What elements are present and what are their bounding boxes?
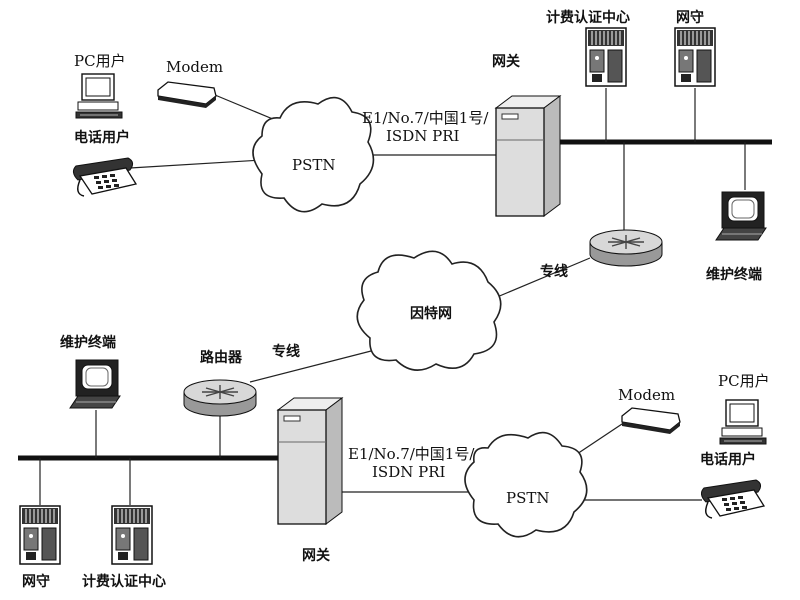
pc-user-label-top: PC用户 bbox=[74, 52, 126, 70]
link-label-top-1: E1/No.7/中国1号/ bbox=[362, 109, 489, 127]
gateway-top bbox=[494, 95, 562, 217]
router-label-bottom: 路由器 bbox=[200, 349, 243, 366]
pc-icon-bottom bbox=[719, 399, 767, 445]
router-icon-top bbox=[589, 229, 663, 267]
leased-line-bottom bbox=[249, 349, 376, 383]
pstn-cloud-top bbox=[252, 96, 375, 213]
leased-line-top bbox=[489, 257, 591, 301]
gateway-label-bottom: 网关 bbox=[302, 547, 330, 564]
billing-label-top: 计费认证中心 bbox=[546, 9, 630, 26]
link-label-bottom-1: E1/No.7/中国1号/ bbox=[348, 445, 475, 463]
modem-icon-bottom bbox=[621, 407, 681, 435]
gatekeeper-server-icon-top bbox=[674, 27, 716, 87]
gatekeeper-label-bottom: 网守 bbox=[22, 573, 50, 590]
gateway-label-top: 网关 bbox=[492, 53, 520, 70]
pstn-label-top: PSTN bbox=[292, 156, 336, 174]
terminal-icon-top bbox=[715, 191, 767, 241]
link-label-bottom-2: ISDN PRI bbox=[372, 463, 446, 481]
modem-pstn-line-top bbox=[214, 94, 281, 123]
pc-icon-top bbox=[75, 73, 123, 119]
phone-user-label-bottom: 电话用户 bbox=[700, 451, 756, 468]
router-icon-bottom bbox=[183, 379, 257, 417]
phone-user-label-top: 电话用户 bbox=[74, 129, 130, 146]
gatekeeper-label-top: 网守 bbox=[676, 9, 704, 26]
pstn-cloud-bottom bbox=[464, 431, 588, 538]
phone-icon-bottom bbox=[700, 479, 765, 519]
billing-label-bottom: 计费认证中心 bbox=[82, 573, 166, 590]
leased-line-label-top: 专线 bbox=[540, 263, 568, 280]
leased-line-label-bottom: 专线 bbox=[272, 343, 300, 360]
terminal-label-bottom: 维护终端 bbox=[60, 334, 116, 351]
terminal-label-top: 维护终端 bbox=[706, 266, 762, 283]
billing-server-icon-top bbox=[585, 27, 627, 87]
internet-label: 因特网 bbox=[410, 305, 452, 322]
pc-user-label-bottom: PC用户 bbox=[718, 372, 770, 390]
gateway-bottom bbox=[276, 397, 344, 525]
modem-label-bottom: Modem bbox=[618, 386, 675, 404]
terminal-icon-bottom bbox=[69, 359, 121, 409]
phone-icon-top bbox=[72, 157, 137, 197]
modem-icon-top bbox=[157, 81, 217, 109]
modem-label-top: Modem bbox=[166, 58, 223, 76]
phone-pstn-line-top bbox=[129, 159, 263, 169]
link-label-top-2: ISDN PRI bbox=[386, 127, 460, 145]
billing-server-icon-bottom bbox=[111, 505, 153, 565]
gatekeeper-server-icon-bottom bbox=[19, 505, 61, 565]
internet-cloud bbox=[356, 250, 502, 371]
pstn-label-bottom: PSTN bbox=[506, 489, 550, 507]
